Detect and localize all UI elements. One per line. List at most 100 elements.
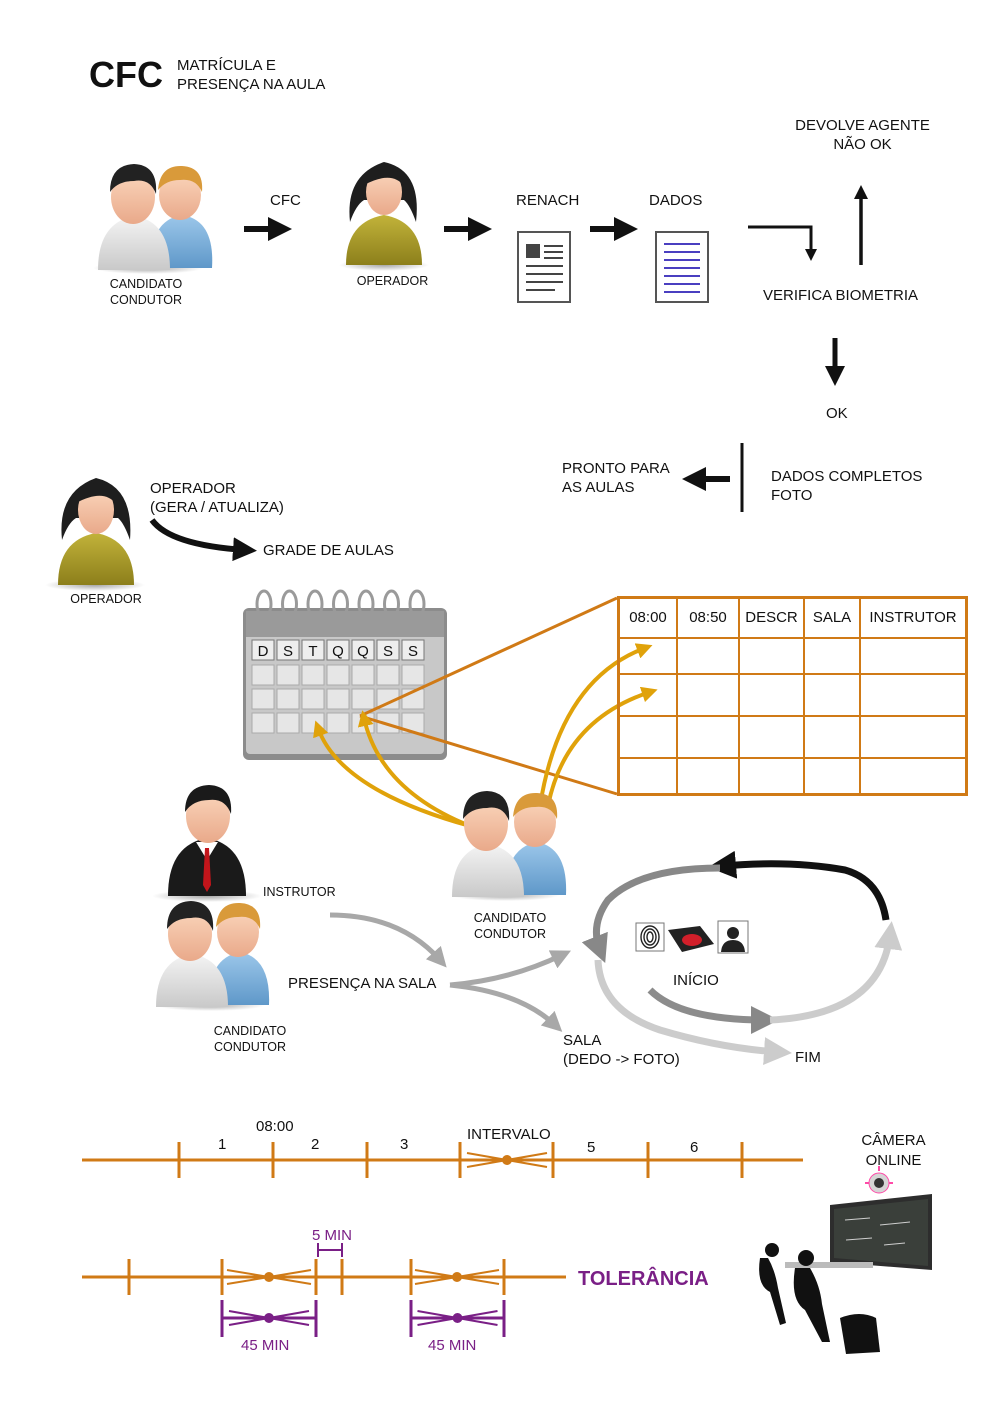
instructor-icon <box>152 785 262 902</box>
return-label-1: DEVOLVE AGENTE <box>795 117 930 134</box>
return-label-2: NÃO OK <box>833 136 892 153</box>
arrow-presence-to-room <box>449 982 563 1032</box>
calendar-date-cell <box>351 664 375 686</box>
classroom-illustration <box>759 1194 932 1354</box>
camera-label-1: CÂMERA <box>861 1132 926 1149</box>
calendar-date-cell <box>276 664 300 686</box>
slot-label-1: 1 <box>218 1136 227 1153</box>
cycle-arrow-left <box>581 864 721 964</box>
grade-label: GRADE DE AULAS <box>263 542 394 559</box>
arrow-to-grade <box>149 518 257 562</box>
arrow-presence-to-cycle <box>449 950 572 988</box>
table-header-cell: 08:50 <box>676 596 740 639</box>
complete-label-1: DADOS COMPLETOS <box>771 468 923 485</box>
gold-arrow-calendar-1 <box>313 720 471 828</box>
renach-document-icon <box>517 231 571 303</box>
cycle-arrow-end <box>594 959 792 1066</box>
start-label: INÍCIO <box>673 972 719 989</box>
table-row <box>617 757 968 796</box>
ok-label: OK <box>826 405 848 422</box>
operator-action-label-2: (GERA / ATUALIZA) <box>150 499 284 516</box>
calendar-date-cell <box>351 688 375 710</box>
calendar-day-label: S <box>283 643 293 660</box>
timeline-time-label: 08:00 <box>256 1118 294 1135</box>
slot-label-2: 2 <box>311 1136 320 1153</box>
cfc-label: CFC <box>270 192 301 209</box>
candidate-pair-icon-3 <box>155 901 270 1011</box>
candidate-label-2: CONDUTOR <box>110 293 182 307</box>
page-subtitle-line2: PRESENÇA NA AULA <box>177 76 326 93</box>
duration-bracket-b-marker-dot <box>452 1313 463 1323</box>
gold-arrow-calendar-2 <box>357 710 471 828</box>
operator-caption: OPERADOR <box>70 592 142 606</box>
calendar-date-cell <box>251 664 275 686</box>
candidate-label-1: CANDIDATO <box>109 277 183 291</box>
operator-label: OPERADOR <box>356 274 429 288</box>
candidate-pair-icon-2 <box>450 791 567 901</box>
calendar-ring <box>357 589 375 619</box>
calendar-ring <box>281 589 298 619</box>
calendar-ring <box>255 589 273 619</box>
candidate3-label-1: CANDIDATO <box>213 1024 287 1038</box>
duration-bracket-a-marker-dot <box>264 1313 274 1323</box>
calendar-day-label: T <box>308 643 317 660</box>
timeline <box>82 1142 803 1337</box>
calendar-date-cell <box>276 688 300 710</box>
candidate-pair-icon <box>93 164 213 274</box>
table-row <box>617 715 968 760</box>
calendar-day-cell <box>301 639 325 661</box>
cycle-arrow-inner <box>647 987 779 1034</box>
calendar-day-cell <box>351 639 375 661</box>
end-label: FIM <box>795 1049 821 1066</box>
complete-label-2: FOTO <box>771 487 813 504</box>
candidate2-label-1: CANDIDATO <box>473 911 547 925</box>
arrow-to-verify <box>748 225 817 261</box>
page-subtitle-line1: MATRÍCULA E <box>177 57 276 74</box>
calendar-day-label: Q <box>332 643 344 660</box>
dados-label: DADOS <box>649 192 703 209</box>
calendar-day-label: D <box>258 643 269 660</box>
biometric-reader-icon <box>668 926 714 952</box>
candidate2-label-2: CONDUTOR <box>474 927 546 941</box>
dados-document-icon <box>655 231 709 303</box>
slot-label-3: 3 <box>400 1136 409 1153</box>
face-photo-icon <box>717 920 749 954</box>
calendar-date-cell <box>276 712 300 734</box>
renach-label: RENACH <box>516 192 580 209</box>
candidate3-label-2: CONDUTOR <box>214 1040 286 1054</box>
tolerance-marker-b-dot <box>452 1272 462 1282</box>
operator-action-label-1: OPERADOR <box>150 480 236 497</box>
calendar-ring <box>332 589 349 619</box>
room-label-1: SALA <box>563 1032 602 1049</box>
calendar-day-label: S <box>383 643 393 660</box>
table-header-cell: 08:00 <box>617 596 678 639</box>
operator-icon-2 <box>45 478 145 591</box>
zoom-line-top <box>359 596 618 718</box>
zoom-line-bottom <box>359 714 618 796</box>
camera-online-icon <box>865 1166 893 1194</box>
tolerance-label: TOLERÂNCIA <box>578 1268 709 1290</box>
calendar-day-cell <box>376 639 400 661</box>
cycle-arrow-right <box>769 921 903 1024</box>
room-label-2: (DEDO -> FOTO) <box>563 1051 680 1068</box>
camera-label-2: ONLINE <box>865 1152 922 1169</box>
calendar-ring <box>306 589 324 619</box>
calendar-day-cell <box>401 639 425 661</box>
calendar-day-cell <box>251 639 275 661</box>
calendar-rings <box>255 589 426 619</box>
calendar-date-cell <box>326 664 350 686</box>
calendar-date-cell <box>251 688 275 710</box>
table-row <box>617 636 968 675</box>
calendar-date-cell <box>251 712 275 734</box>
table-header-cell: DESCR <box>738 596 805 639</box>
fingerprint-icon <box>635 922 665 952</box>
calendar-ring <box>408 589 426 619</box>
operator-icon <box>339 162 429 271</box>
calendar-date-cell <box>376 664 400 686</box>
cycle-arrow-top <box>708 850 890 921</box>
verify-label: VERIFICA BIOMETRIA <box>763 287 919 304</box>
calendar-day-label: Q <box>357 643 369 660</box>
five-min-label: 5 MIN <box>312 1227 353 1244</box>
